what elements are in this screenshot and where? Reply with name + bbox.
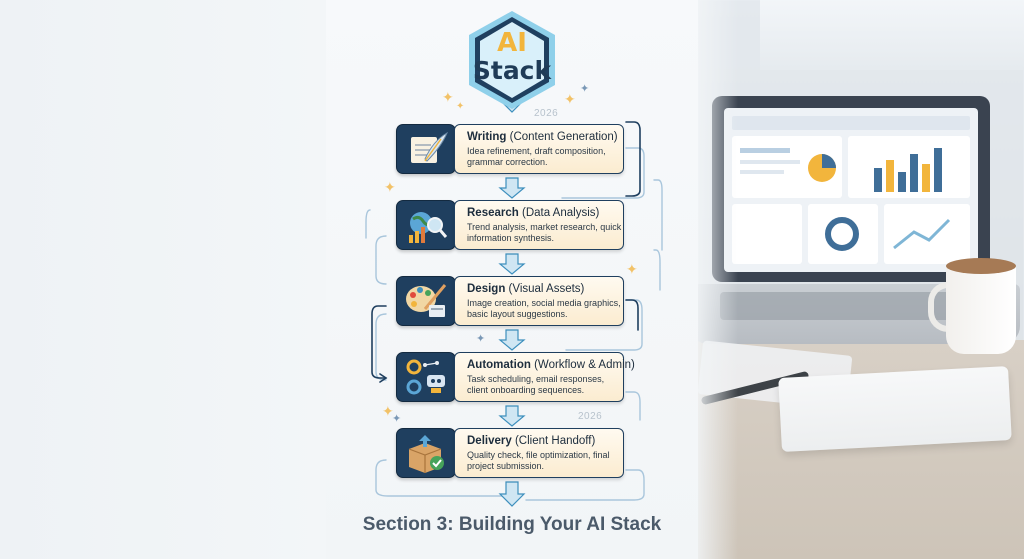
step-subtitle: (Visual Assets) — [508, 283, 585, 295]
globe-chart-magnifier-icon — [396, 200, 456, 250]
step-title: Automation (Workflow & Admin) — [467, 359, 635, 371]
dashboard-graphic — [732, 116, 970, 264]
step-subtitle: (Workflow & Admin) — [534, 359, 635, 371]
year-label: 2026 — [578, 411, 603, 422]
section-title: Section 3: Building Your AI Stack — [362, 514, 662, 535]
ai-stack-hexagon: AI Stack — [464, 8, 560, 114]
step-subtitle: (Content Generation) — [509, 131, 618, 143]
step-description: Trend analysis, market research, quick i… — [467, 222, 622, 243]
step-research: Research (Data Analysis) Trend analysis,… — [396, 200, 624, 250]
box-checkmark-icon — [396, 428, 456, 478]
coffee-surface — [946, 258, 1016, 274]
ai-stack-diagram: AI Stack 2026 2026 ✦ ✦ ✦ ✦ ✦ ✦ ✦ ✦ ✦ ✦ W… — [326, 0, 698, 559]
step-name: Writing — [467, 131, 507, 143]
step-card: Delivery (Client Handoff) Quality check,… — [454, 428, 624, 478]
sparkle-icon: ✦ — [580, 83, 590, 95]
coffee-mug — [946, 262, 1016, 354]
step-title: Delivery (Client Handoff) — [467, 435, 595, 447]
step-title: Design (Visual Assets) — [467, 283, 584, 295]
background-fade — [698, 0, 738, 559]
step-automation: Automation (Workflow & Admin) Task sched… — [396, 352, 635, 402]
step-description: Image creation, social media graphics, b… — [467, 298, 621, 319]
step-card: Writing (Content Generation) Idea refine… — [454, 124, 624, 174]
laptop-display — [724, 108, 978, 272]
background-left — [0, 0, 326, 559]
step-description: Quality check, file optimization, final … — [467, 450, 610, 471]
step-name: Design — [467, 283, 506, 295]
notebook — [778, 366, 1012, 452]
quill-paper-icon — [396, 124, 456, 174]
step-design: Design (Visual Assets) Image creation, s… — [396, 276, 624, 326]
hexagon-shape — [469, 11, 555, 109]
sparkle-icon: ✦ — [564, 91, 576, 107]
palette-brush-icon — [396, 276, 456, 326]
sparkle-icon: ✦ — [476, 333, 486, 345]
gears-robot-icon — [396, 352, 456, 402]
step-subtitle: (Client Handoff) — [514, 435, 596, 447]
hexagon-title-ai: AI — [497, 28, 527, 58]
step-title: Writing (Content Generation) — [467, 131, 618, 143]
step-description: Task scheduling, email responses, client… — [467, 374, 605, 395]
sparkle-icon: ✦ — [384, 179, 396, 195]
step-card: Automation (Workflow & Admin) Task sched… — [454, 352, 635, 402]
year-label: 2026 — [534, 108, 559, 119]
step-delivery: Delivery (Client Handoff) Quality check,… — [396, 428, 624, 478]
step-name: Delivery — [467, 435, 512, 447]
step-writing: Writing (Content Generation) Idea refine… — [396, 124, 624, 174]
sparkle-icon: ✦ — [626, 261, 638, 277]
window-blur — [760, 0, 1024, 70]
sparkle-icon: ✦ — [456, 101, 465, 112]
mug-handle — [928, 282, 960, 332]
sparkle-icon: ✦ — [442, 89, 454, 105]
step-name: Automation — [467, 359, 531, 371]
step-title: Research (Data Analysis) — [467, 207, 599, 219]
step-name: Research — [467, 207, 519, 219]
sparkle-icon: ✦ — [382, 403, 394, 419]
step-description: Idea refinement, draft composition, gram… — [467, 146, 606, 167]
step-card: Design (Visual Assets) Image creation, s… — [454, 276, 624, 326]
sparkle-icon: ✦ — [392, 413, 402, 425]
hexagon-title-stack: Stack — [472, 56, 552, 85]
step-subtitle: (Data Analysis) — [522, 207, 600, 219]
step-card: Research (Data Analysis) Trend analysis,… — [454, 200, 624, 250]
